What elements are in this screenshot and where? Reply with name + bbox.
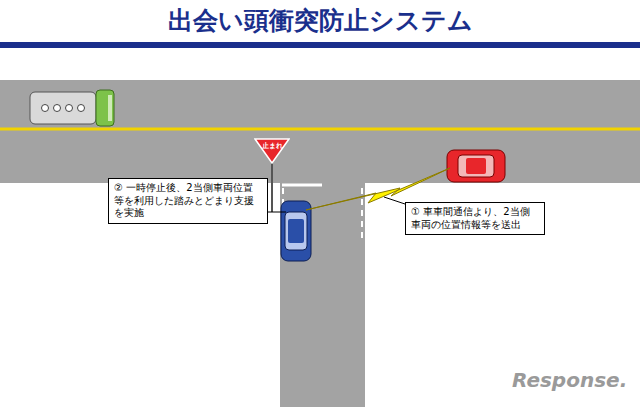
node-text: ② 一時停止後、2当側車両位置等を利用した踏みとどまり支援を実施 [114,182,262,220]
node-text: 止まれ [254,138,290,151]
title-text: 出会い頭衝突防止システム [0,4,640,37]
watermark: Response. [512,368,627,392]
node-text: ① 車車間通信より、2当側車両の位置情報等を送出 [411,206,539,231]
sign-triangle [254,138,290,164]
stop-sign: 止まれ [254,138,290,164]
callout-box: ② 一時停止後、2当側車両位置等を利用した踏みとどまり支援を実施 [108,178,268,224]
callout-box: ① 車車間通信より、2当側車両の位置情報等を送出 [405,202,545,235]
